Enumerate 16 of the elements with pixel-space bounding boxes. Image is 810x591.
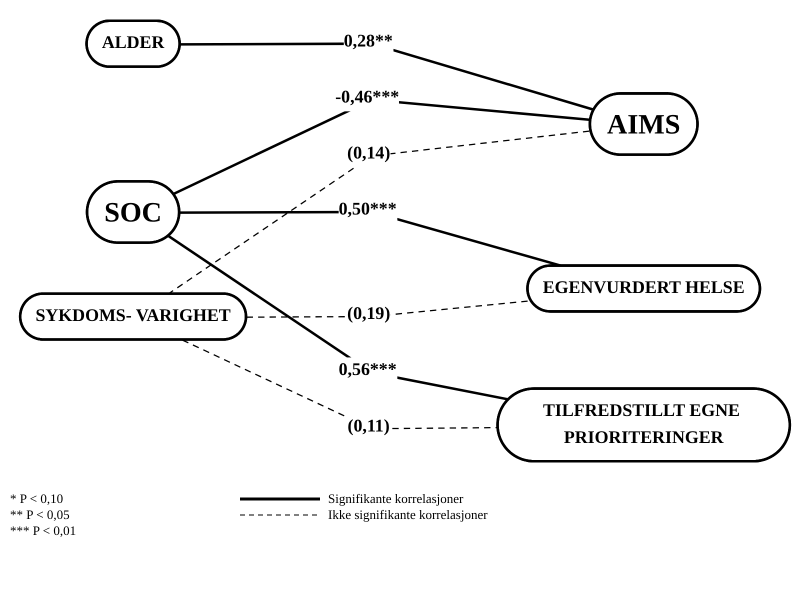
connector bbox=[182, 339, 498, 429]
edge-label: (0,14) bbox=[347, 144, 390, 164]
significance-note: * P < 0,10 bbox=[10, 491, 64, 507]
connector bbox=[168, 234, 510, 400]
significance-note: ** P < 0,05 bbox=[10, 507, 71, 523]
legend-text: Ikke signifikante korrelasjoner bbox=[328, 507, 488, 523]
edge-label: 0,56*** bbox=[338, 360, 397, 380]
connector bbox=[180, 42, 595, 111]
edge-label: 0,50*** bbox=[338, 200, 397, 220]
edge-label: (0,11) bbox=[348, 416, 390, 436]
edge-label: -0,46*** bbox=[335, 88, 400, 107]
edge-label: (0,19) bbox=[347, 304, 390, 324]
edge-label: 0,28** bbox=[344, 32, 393, 51]
significance-note: *** P < 0,01 bbox=[10, 523, 78, 539]
connector bbox=[172, 98, 591, 195]
legend-text: Signifikante korrelasjoner bbox=[328, 491, 464, 507]
